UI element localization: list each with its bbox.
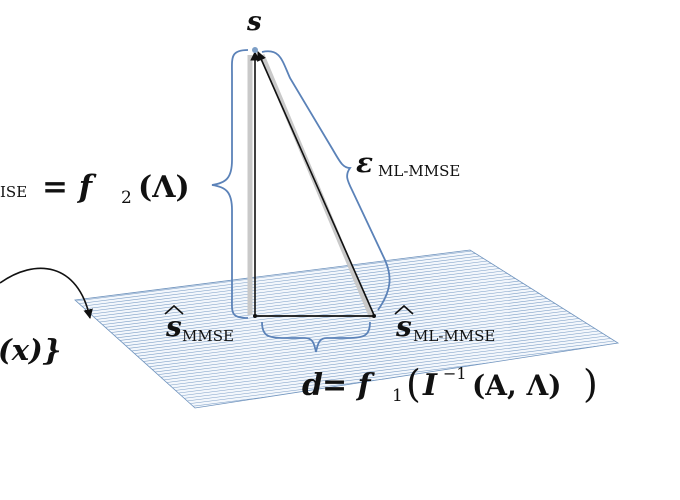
point-s-hat-mmse xyxy=(253,314,257,318)
svg-text:ML-MMSE: ML-MMSE xyxy=(378,162,460,180)
label-s-hat-mmse: s MMSE xyxy=(164,304,234,345)
svg-text:(: ( xyxy=(406,362,421,406)
plane-hatch-line xyxy=(60,411,630,483)
label-s: s xyxy=(246,7,262,37)
svg-text:−1: −1 xyxy=(443,364,467,383)
label-left-set: (x)} xyxy=(0,333,61,367)
svg-text:MMSE: MMSE xyxy=(182,327,234,345)
svg-text:): ) xyxy=(583,362,598,406)
label-d-equation: d = f 1 ( I −1 (A, Λ) ) xyxy=(302,362,598,406)
plane-hatch-line xyxy=(75,311,618,385)
label-s-hat-mlmmse: s ML-MMSE xyxy=(394,304,495,345)
svg-text:= f: = f xyxy=(42,169,97,205)
plane-hatch-line xyxy=(75,299,618,373)
plane-hatch-line xyxy=(75,278,618,352)
plane-hatch-line xyxy=(75,392,618,408)
left-brace xyxy=(211,49,249,319)
plane-hatch-line xyxy=(60,420,630,492)
plane-hatch-line xyxy=(75,407,618,408)
plane-hatch-line xyxy=(75,395,618,408)
svg-text:d: d xyxy=(302,368,323,403)
svg-text:ε: ε xyxy=(356,146,373,179)
plane-hatch-line xyxy=(75,308,618,382)
curved-arrow xyxy=(0,267,93,319)
plane-hatch-line xyxy=(75,281,618,355)
label-epsilon: ε ML-MMSE xyxy=(356,146,460,180)
svg-text:s: s xyxy=(395,310,412,343)
plane-hatch-line xyxy=(60,414,630,486)
svg-text:s: s xyxy=(165,310,182,343)
plane-hatch-line xyxy=(75,302,618,376)
svg-text:1: 1 xyxy=(392,386,403,406)
label-left-equation: ISE = f 2 (Λ) xyxy=(0,169,190,208)
plane-hatch-line xyxy=(75,398,618,408)
plane-hatch-line xyxy=(75,404,618,408)
plane-hatch-line xyxy=(75,287,618,361)
plane-hatch-line xyxy=(75,284,618,358)
plane-hatch-line xyxy=(75,250,618,307)
diagonal-arrow xyxy=(257,51,375,316)
bottom-brace xyxy=(261,321,371,353)
plane-hatch-line xyxy=(75,401,618,408)
svg-text:(A, Λ): (A, Λ) xyxy=(472,369,561,402)
svg-text:I: I xyxy=(422,368,438,403)
plane-hatch-line xyxy=(75,250,618,304)
plane-hatch-line xyxy=(75,296,618,370)
point-s-hat-mlmmse xyxy=(372,314,376,318)
plane-hatch-line xyxy=(75,290,618,364)
point-s xyxy=(252,47,258,53)
svg-text:= f: = f xyxy=(322,368,376,403)
plane-hatch-line xyxy=(75,250,618,310)
svg-text:ISE: ISE xyxy=(0,183,27,201)
svg-text:ML-MMSE: ML-MMSE xyxy=(413,327,495,345)
plane-hatch-line xyxy=(60,423,630,495)
right-brace xyxy=(261,50,391,311)
svg-text:2: 2 xyxy=(121,188,132,208)
plane-hatch-line xyxy=(75,293,618,367)
plane-hatch-line xyxy=(75,305,618,379)
plane-hatch-line xyxy=(60,417,630,489)
svg-text:(Λ): (Λ) xyxy=(138,170,190,205)
